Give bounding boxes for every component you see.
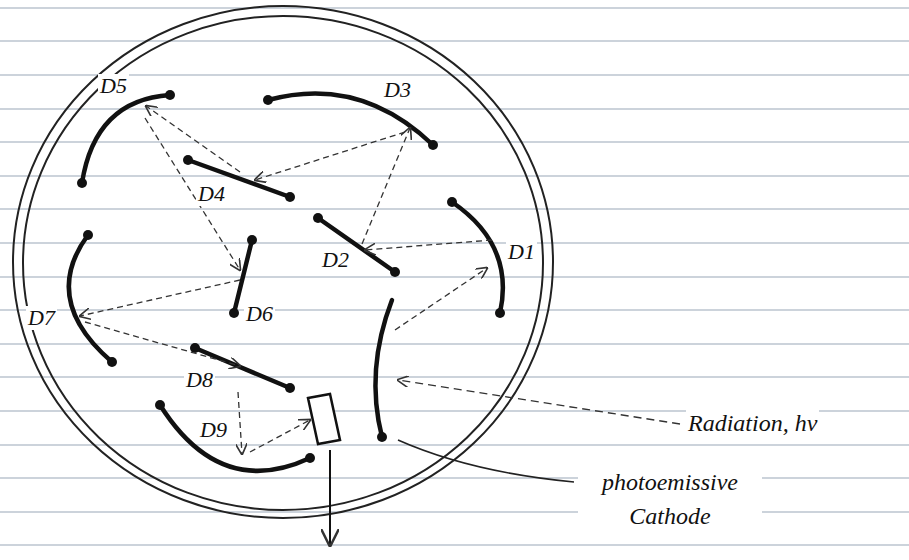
ruled-line <box>0 40 909 41</box>
terminal-dot <box>263 95 273 105</box>
ruled-line <box>0 444 909 445</box>
terminal-dot <box>183 155 193 165</box>
dynode-label: D3 <box>382 78 413 102</box>
radiation-ray <box>398 380 680 424</box>
electron-path <box>365 240 492 250</box>
terminal-dot <box>77 178 87 188</box>
ruled-line <box>0 242 909 243</box>
ruled-line <box>0 175 909 176</box>
cathode-label: photoemissive Cathode <box>578 466 762 533</box>
terminal-dot <box>377 432 387 442</box>
dynode <box>160 405 310 471</box>
ruled-line <box>0 7 909 8</box>
electron-path <box>250 420 310 452</box>
electron-path <box>238 392 242 454</box>
terminal-dot <box>155 400 165 410</box>
dynode-label: D9 <box>198 418 229 442</box>
dynode-label: D4 <box>196 182 227 206</box>
terminal-dot <box>428 140 438 150</box>
electron-path <box>395 268 487 330</box>
terminal-dot <box>305 453 315 463</box>
dynode-label: D8 <box>184 368 215 392</box>
photoemissive-cathode <box>375 300 392 437</box>
terminal-dot <box>285 192 295 202</box>
leader-line <box>398 440 574 482</box>
tube-outer-wall <box>13 6 553 518</box>
terminal-dot <box>165 90 175 100</box>
terminal-dot <box>447 197 457 207</box>
ruled-line <box>0 343 909 344</box>
terminal-dot <box>313 213 323 223</box>
terminal-dot <box>247 235 257 245</box>
electron-path <box>145 118 240 270</box>
ruled-line <box>0 276 909 277</box>
dynode <box>69 235 112 362</box>
electron-path <box>80 280 240 316</box>
ruled-lines <box>0 8 909 545</box>
dynode <box>82 95 170 183</box>
terminal-dot <box>190 343 200 353</box>
terminal-dot <box>107 357 117 367</box>
ruled-line <box>0 544 909 545</box>
ruled-line <box>0 108 909 109</box>
terminal-dot <box>495 308 505 318</box>
ruled-line <box>0 208 909 209</box>
dynode <box>318 218 395 272</box>
dynode-label: D1 <box>506 240 537 264</box>
ruled-line <box>0 74 909 75</box>
anode-output-arrow <box>329 450 331 545</box>
terminal-dot <box>390 267 400 277</box>
terminal-dot <box>229 308 239 318</box>
electron-path <box>362 128 410 244</box>
electron-path <box>85 322 240 366</box>
dynode-label: D7 <box>26 306 57 330</box>
ruled-line <box>0 309 909 310</box>
dynode-label: D6 <box>244 302 275 326</box>
electron-path <box>255 132 405 180</box>
dynode-label: D5 <box>98 74 129 98</box>
terminal-dot <box>285 383 295 393</box>
ruled-line <box>0 511 909 512</box>
ruled-line <box>0 376 909 377</box>
radiation-label: Radiation, hν <box>686 410 819 436</box>
ruled-line <box>0 141 909 142</box>
electron-path <box>146 106 240 172</box>
dynode-label: D2 <box>320 248 351 272</box>
dynode <box>452 202 503 313</box>
anode <box>308 394 340 444</box>
terminal-dot <box>83 230 93 240</box>
tube-inner-wall <box>23 16 543 510</box>
